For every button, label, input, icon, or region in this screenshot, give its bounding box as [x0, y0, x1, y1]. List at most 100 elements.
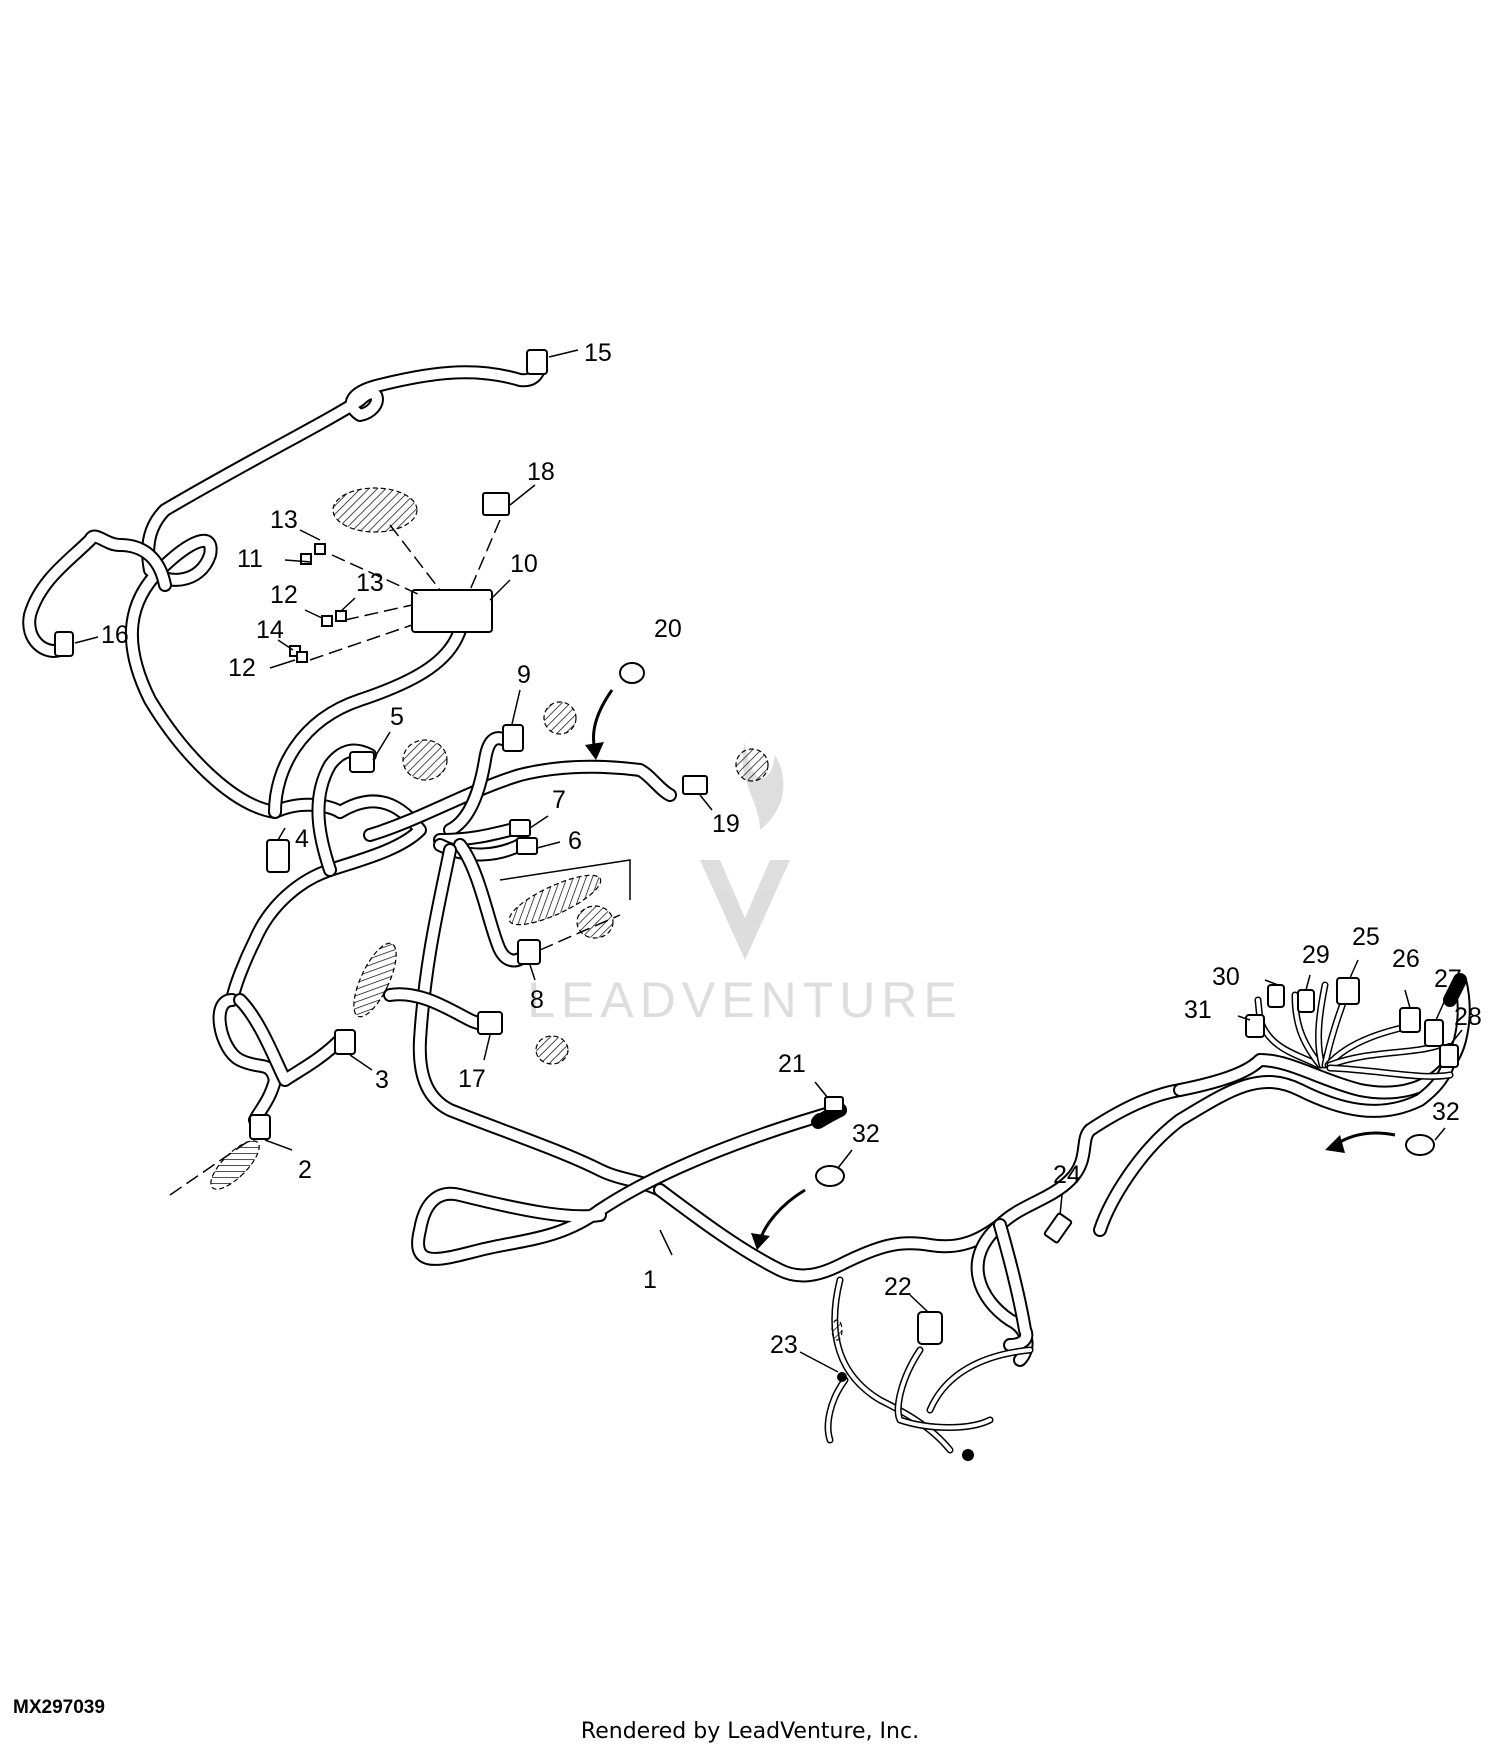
arrow-32-left-icon	[758, 1188, 806, 1241]
fuse-11	[300, 553, 312, 565]
connector-7	[509, 819, 531, 837]
mating-part-18	[535, 1035, 569, 1065]
connector-19	[682, 775, 708, 795]
callout-8: 8	[530, 986, 544, 1014]
connector-8	[517, 939, 541, 965]
connector-21	[824, 1096, 844, 1112]
callout-15: 18	[527, 458, 555, 486]
callout-7: 7	[552, 786, 566, 814]
mating-part-8	[576, 905, 614, 939]
arrow-32-right-icon	[1334, 1131, 1396, 1147]
connector-24	[1043, 1212, 1073, 1244]
mating-part-8b	[508, 874, 602, 926]
connector-25	[1336, 977, 1360, 1005]
callout-19: 19	[712, 810, 740, 838]
callout-13a: 13	[270, 506, 298, 534]
fuse-12a	[321, 615, 333, 627]
connector-29	[1297, 989, 1315, 1013]
assembly-arrows	[585, 689, 1396, 1250]
arrowhead-32-right-icon	[1325, 1135, 1345, 1153]
connector-31	[1245, 1014, 1265, 1038]
callout-17: 15	[584, 339, 612, 367]
callout-22: 22	[884, 1273, 912, 1301]
callout-18: 17	[458, 1065, 486, 1093]
left-harness	[212, 623, 677, 1197]
callout-12a: 12	[270, 581, 298, 609]
connector-22	[917, 1311, 943, 1345]
central-harness	[411, 973, 1471, 1414]
render-credit: Rendered by LeadVenture, Inc.	[580, 1719, 920, 1744]
callout-27: 27	[1434, 965, 1462, 993]
callout-25: 25	[1352, 923, 1380, 951]
connector-9	[502, 724, 524, 752]
arrowhead-32-left-icon	[751, 1233, 770, 1250]
fuse-13a	[314, 543, 326, 555]
connector-26	[1399, 1007, 1421, 1033]
figure-id: MX297039	[13, 1697, 105, 1718]
fuse-12b	[296, 651, 308, 663]
callout-labels: 15 18 13 11 10 13 12 14 12 16 20 9 5 7 6…	[101, 339, 1482, 1359]
small-fuses	[289, 543, 347, 663]
mating-part-3	[353, 942, 397, 1018]
mating-part-9	[543, 701, 577, 735]
callout-30: 30	[1212, 963, 1240, 991]
callout-10: 10	[510, 550, 538, 578]
connector-4	[266, 839, 290, 873]
callout-23: 23	[770, 1331, 798, 1359]
callout-16: 16	[101, 621, 129, 649]
connector-6	[516, 837, 538, 855]
callout-20: 20	[654, 615, 682, 643]
assembly-lines	[169, 519, 631, 1196]
callout-29: 29	[1302, 941, 1330, 969]
watermark-text: LEADVENTURE	[527, 972, 963, 1028]
connector-16	[54, 631, 74, 657]
callout-13b: 13	[356, 569, 384, 597]
connector-28	[1439, 1044, 1459, 1068]
callout-11: 11	[237, 545, 263, 573]
lower-subharness	[824, 1276, 994, 1454]
connector-3	[334, 1029, 356, 1055]
callout-14: 14	[256, 616, 284, 644]
watermark: LEADVENTURE	[527, 742, 963, 1028]
connectors	[54, 349, 1459, 1461]
relay-15	[482, 492, 510, 516]
mating-part-10a	[332, 487, 418, 533]
callout-5: 5	[390, 703, 404, 731]
callout-6: 6	[568, 827, 582, 855]
callout-12b: 12	[228, 654, 256, 682]
callout-32-right: 32	[1432, 1098, 1460, 1126]
connector-10-fuse-block	[411, 589, 493, 633]
arrow-20-icon	[592, 689, 614, 751]
mating-part-5	[402, 739, 448, 781]
arrowhead-20-icon	[585, 742, 604, 760]
watermark-logo-icon	[700, 742, 790, 960]
connector-18	[477, 1011, 503, 1035]
callout-1: 1	[643, 1266, 657, 1294]
callout-2: 2	[298, 1156, 312, 1184]
callout-28: 28	[1454, 1003, 1482, 1031]
terminal-23	[837, 1372, 847, 1382]
callout-9: 9	[517, 661, 531, 689]
upper-cable	[22, 355, 547, 819]
grommet-20	[619, 662, 645, 684]
connector-2	[249, 1114, 271, 1140]
callout-32-left: 32	[852, 1120, 880, 1148]
callout-31: 31	[1184, 996, 1212, 1024]
callout-21: 21	[778, 1050, 806, 1078]
fuse-13b	[335, 610, 347, 622]
clamp-32-left	[815, 1165, 845, 1187]
callout-26: 26	[1392, 945, 1420, 973]
callout-4: 4	[295, 825, 309, 853]
mating-part-23	[831, 1319, 843, 1341]
callout-24: 24	[1053, 1161, 1081, 1189]
connector-5	[349, 751, 375, 773]
leader-lines	[74, 349, 1463, 1373]
callout-3: 3	[375, 1066, 389, 1094]
connector-30	[1267, 984, 1285, 1008]
mating-parts	[210, 487, 843, 1341]
mating-part-19	[735, 748, 769, 782]
connector-27	[1424, 1019, 1444, 1047]
terminal-lower	[962, 1449, 974, 1461]
connector-17	[526, 349, 548, 375]
